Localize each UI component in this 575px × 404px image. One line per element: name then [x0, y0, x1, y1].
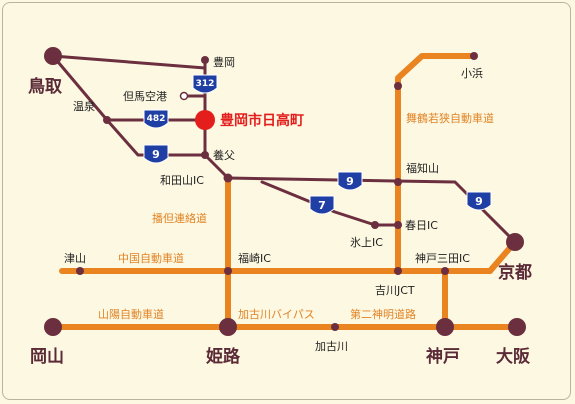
label-hikami-ic: 氷上IC — [350, 236, 383, 249]
road-route-312-south — [203, 153, 230, 180]
route-shield-312-label: 312 — [196, 79, 215, 89]
route-shield-9-east-label: 9 — [475, 195, 483, 208]
node-maizuru — [394, 82, 402, 90]
road-route-9-east — [226, 176, 517, 244]
node-hikami-ic — [371, 221, 379, 229]
label-okayama: 岡山 — [30, 347, 64, 367]
label-toyooka: 豊岡 — [213, 56, 235, 69]
label-kobe: 神戸 — [426, 346, 460, 367]
node-kobe — [436, 318, 454, 336]
label-obama: 小浜 — [461, 67, 483, 80]
label-kasuga-ic: 春日IC — [405, 219, 438, 232]
route-shield-9-west-label: 9 — [152, 148, 160, 161]
node-yabu — [201, 151, 209, 159]
label-daini-shinmei: 第二神明道路 — [350, 307, 416, 321]
route-shield-9-east: 9 — [466, 191, 492, 211]
route-shield-312: 312 — [192, 74, 218, 94]
label-tsuyama: 津山 — [64, 252, 86, 265]
node-wadayama-ic — [223, 173, 233, 183]
node-obama — [470, 52, 478, 60]
road-tottori-toyooka — [51, 54, 207, 70]
label-himeji: 姫路 — [206, 346, 241, 367]
label-tottori: 鳥取 — [28, 76, 62, 97]
label-kobe-sanda-ic: 神戸三田IC — [415, 251, 470, 265]
national-road-layer — [51, 54, 517, 244]
node-himeji — [219, 318, 237, 336]
route-shield-9-center: 9 — [337, 171, 363, 191]
airport-icon — [179, 91, 189, 101]
route-shield-482-label: 482 — [147, 114, 166, 124]
label-wadayama-ic: 和田山IC — [160, 174, 204, 187]
route-shield-482: 482 — [143, 109, 169, 129]
node-osaka — [508, 318, 526, 336]
road-onsen-tottori — [51, 54, 109, 122]
route-shield-7: 7 — [309, 195, 335, 215]
node-kakogawa — [331, 323, 339, 331]
label-kyoto: 京都 — [498, 262, 532, 283]
label-fukuchiyama: 福知山 — [406, 161, 439, 175]
label-yabu: 養父 — [213, 148, 235, 162]
node-fukusaki-ic — [224, 267, 232, 275]
label-kakogawa-bypass: 加古川バイパス — [238, 308, 315, 321]
label-fukusaki-ic: 福崎IC — [238, 251, 271, 265]
node-kyoto — [506, 233, 524, 251]
label-sanyo-expressway: 山陽自動車道 — [98, 307, 164, 321]
node-okayama — [44, 318, 62, 336]
label-kakogawa: 加古川 — [315, 340, 348, 353]
node-fukuchiyama — [394, 178, 402, 186]
node-tottori — [44, 47, 62, 65]
node-tsuyama — [76, 267, 84, 275]
city-nodes — [44, 47, 526, 336]
route-shield-9-west: 9 — [143, 144, 169, 164]
route-shield-7-label: 7 — [318, 199, 326, 212]
label-destination: 豊岡市日高町 — [220, 112, 304, 129]
road-route-9-west — [105, 118, 207, 157]
label-maizuru-wakasa-expressway: 舞鶴若狭自動車道 — [406, 111, 494, 125]
node-kobe-sanda-ic — [441, 267, 449, 275]
node-destination — [195, 110, 215, 130]
label-yokawa-jct: 吉川JCT — [375, 284, 415, 297]
node-kasuga-ic — [394, 221, 402, 229]
label-tajima-airport: 但馬空港 — [123, 89, 167, 103]
label-bantan-renraku: 播但連絡道 — [152, 211, 207, 225]
node-toyooka — [201, 56, 209, 64]
label-onsen: 温泉 — [73, 99, 95, 113]
route-shield-9-center-label: 9 — [346, 175, 354, 188]
node-onsen — [103, 116, 111, 124]
junction-nodes — [76, 52, 478, 331]
label-osaka: 大阪 — [496, 346, 530, 367]
node-yokawa-jct — [394, 267, 402, 275]
road-route-7 — [260, 180, 400, 227]
label-chugoku-expressway: 中国自動車道 — [118, 251, 184, 265]
road-maizuru-wakasa-expressway — [395, 53, 477, 274]
